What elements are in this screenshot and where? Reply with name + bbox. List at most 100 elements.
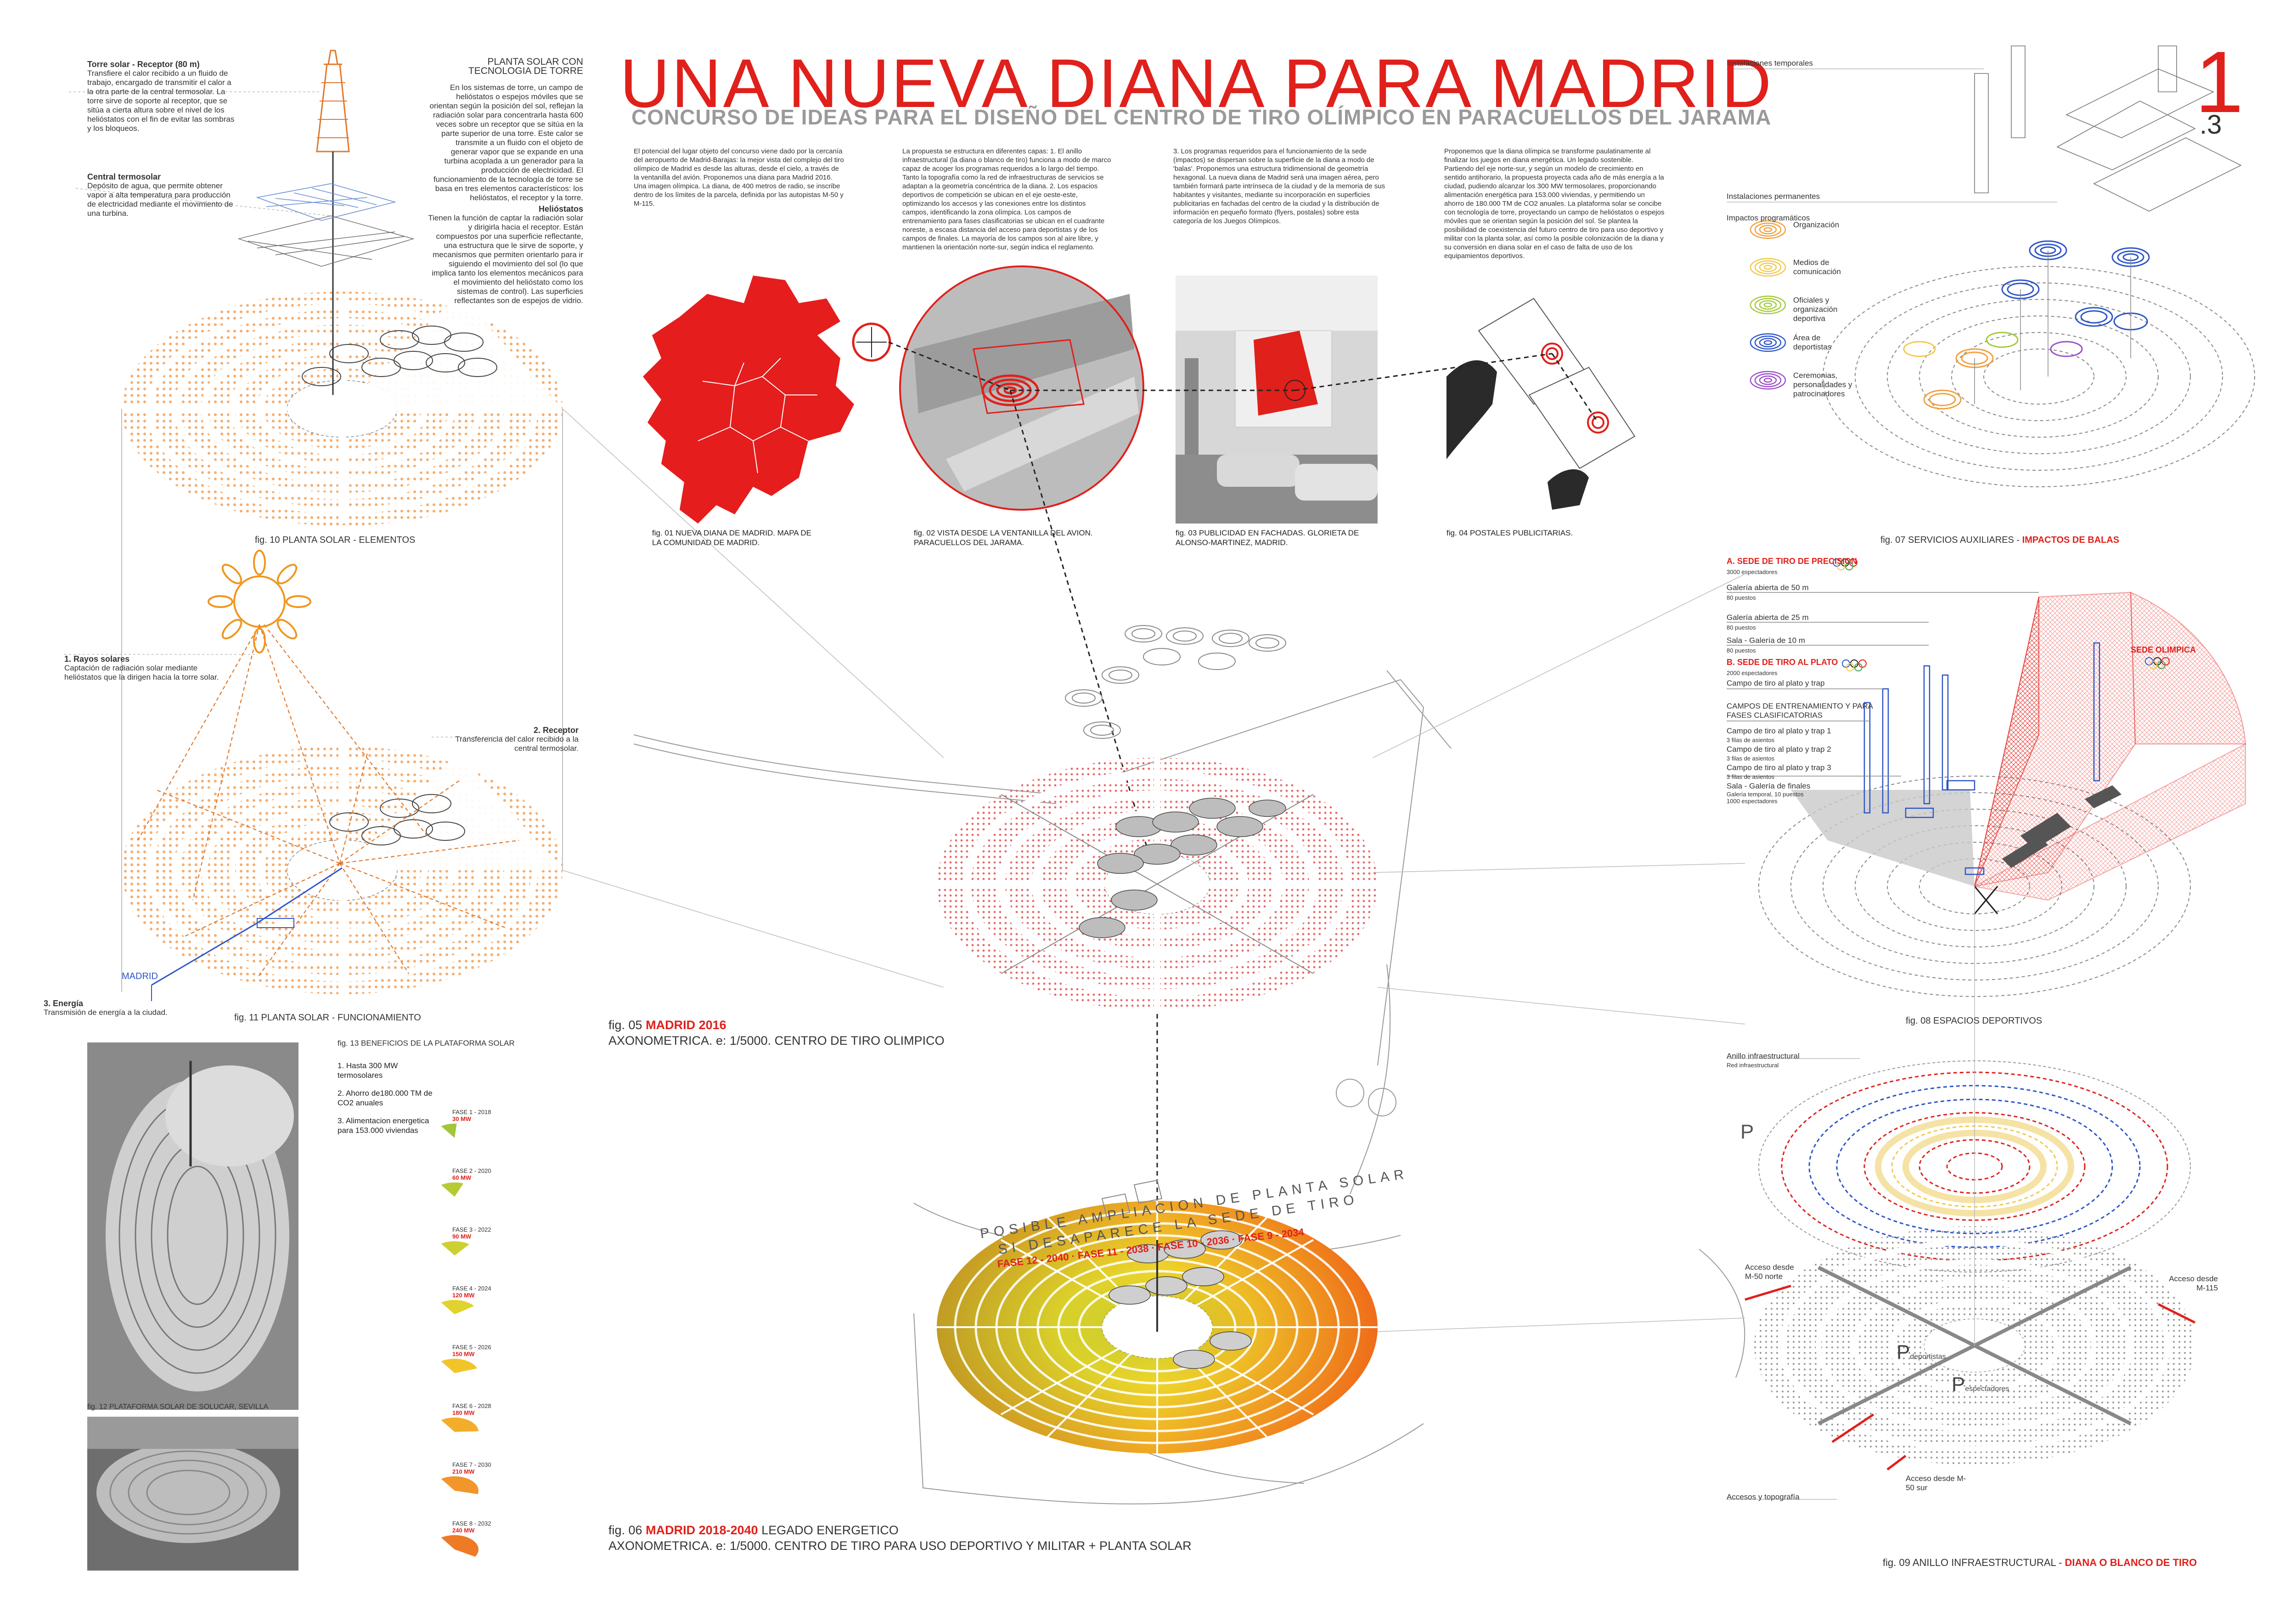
- red-infra-label: Red infraestructural: [1727, 1062, 1779, 1069]
- receptor-label: 2. Receptor Transferencia del calor reci…: [455, 726, 579, 753]
- anillo-label: Anillo infraestructural: [1727, 1052, 1800, 1060]
- intro-col3: 3. Los programas requeridos para el func…: [1173, 147, 1385, 225]
- sedeB-sub: 2000 espectadores: [1727, 670, 1778, 676]
- sedeA-label: A. SEDE DE TIRO DE PRECISION: [1727, 557, 1857, 566]
- legend-item-1: Organización: [1793, 220, 1840, 229]
- torre-label: Torre solar - Receptor (80 m) Transfiere…: [87, 60, 235, 133]
- postcards-illustration: [1446, 298, 1636, 510]
- aerial-view-photo: [899, 265, 1144, 511]
- campo1-label: Campo de tiro al plato y trap 1: [1727, 727, 1831, 735]
- fig03-caption: fig. 03 PUBLICIDAD EN FACHADAS. GLORIETA…: [1176, 529, 1359, 547]
- sedeB-label: B. SEDE DE TIRO AL PLATO: [1727, 658, 1838, 667]
- rayos-label: 1. Rayos solares Captación de radiación …: [64, 654, 219, 681]
- sedeA-sub: 3000 espectadores: [1727, 569, 1778, 575]
- auxiliary-services-fig07: [1727, 45, 2255, 487]
- planta-label: PLANTA SOLAR CON TECNOLOGIA DE TORRE En …: [429, 56, 583, 202]
- legend-item-5: Ceremonias, personalidades y patrocinado…: [1793, 371, 1852, 398]
- infrastructure-ring-fig09: [1727, 886, 2196, 1500]
- inst-temp-label: Instalaciones temporales: [1727, 59, 1813, 68]
- acceso-m115-label: Acceso desde M-115: [2169, 1274, 2218, 1292]
- poster-title: UNA NUEVA DIANA PARA MADRID: [620, 45, 1773, 122]
- page-sub: .3: [2200, 110, 2222, 140]
- fig06-caption: fig. 06 MADRID 2018-2040 LEGADO ENERGETI…: [608, 1523, 1192, 1553]
- sala10-label: Sala - Galería de 10 m: [1727, 636, 1806, 645]
- fig02-caption: fig. 02 VISTA DESDE LA VENTANILLA DEL AV…: [914, 529, 1093, 547]
- accesos-topo-label: Accesos y topografía: [1727, 1492, 1800, 1501]
- facade-photo: [1176, 276, 1378, 524]
- fig12-caption: fig. 12 PLATAFORMA SOLAR DE SOLUCAR, SEV…: [87, 1403, 269, 1411]
- acceso-m50n-label: Acceso desde M-50 norte: [1745, 1263, 1794, 1281]
- fig05-caption: fig. 05 MADRID 2016 AXONOMETRICA. e: 1/5…: [608, 1018, 945, 1048]
- fig13-caption: fig. 13 BENEFICIOS DE LA PLATAFORMA SOLA…: [338, 1039, 515, 1048]
- campo3-sub: 3 filas de asientos: [1727, 773, 1775, 780]
- central-label: Central termosolar Depósito de agua, que…: [87, 172, 233, 218]
- legend-swirls: [1750, 220, 1786, 390]
- p-espectadores: Pespectadores: [1952, 1373, 2009, 1396]
- benefits-list: 1. Hasta 300 MW termosolares 2. Ahorro d…: [338, 1061, 433, 1135]
- inst-perm-label: Instalaciones permanentes: [1727, 192, 1820, 201]
- legend-item-4: Área de deportistas: [1793, 333, 1832, 351]
- fase-wedge-7: [441, 1476, 478, 1494]
- solucar-photo-2: [87, 1417, 298, 1571]
- crosshair-marker-1: [852, 322, 891, 362]
- solar-field-fig10: [69, 50, 563, 526]
- galeria25-label: Galería abierta de 25 m: [1727, 613, 1809, 622]
- campo2-sub: 3 filas de asientos: [1727, 755, 1775, 762]
- olympic-rings: [1833, 558, 2170, 671]
- legend-item-2: Medios de comunicación: [1793, 258, 1841, 276]
- intro-col2: La propuesta se estructura en diferentes…: [902, 147, 1111, 251]
- intro-col1: El potencial del lugar objeto del concur…: [634, 147, 844, 208]
- galeria25-sub: 80 puestos: [1727, 624, 1756, 631]
- fase-wedge-6: [441, 1417, 478, 1432]
- fig09-caption: fig. 09 ANILLO INFRAESTRUCTURAL - DIANA …: [1883, 1557, 2197, 1568]
- fase-wedge-5: [441, 1358, 478, 1373]
- campo-plato-label: Campo de tiro al plato y trap: [1727, 679, 1825, 687]
- fase-wedge-1: [441, 1123, 457, 1138]
- sports-spaces-fig08: [1727, 591, 2246, 997]
- helio-label: Helióstatos Tienen la función de captar …: [428, 204, 583, 305]
- fig07-caption: fig. 07 SERVICIOS AUXILIARES - IMPACTOS …: [1880, 535, 2120, 545]
- intro-col4: Proponemos que la diana olímpica se tran…: [1444, 147, 1665, 260]
- campos-ent-label: CAMPOS DE ENTRENAMIENTO Y PARA FASES CLA…: [1727, 702, 1873, 720]
- fase-wedge-2: [441, 1182, 464, 1197]
- red-target-fig05: [937, 758, 1378, 1010]
- campo1-sub: 3 filas de asientos: [1727, 737, 1775, 743]
- p-deportistas: Pdeportistas: [1896, 1341, 1946, 1363]
- energia-label: 3. Energía Transmisión de energía a la c…: [44, 999, 168, 1017]
- poster-subtitle: CONCURSO DE IDEAS PARA EL DISEÑO DEL CEN…: [631, 105, 1772, 129]
- fase-wedge-3: [441, 1241, 470, 1256]
- fase-wedge-8: [441, 1535, 478, 1557]
- madrid-label: MADRID: [122, 971, 158, 981]
- solucar-photo-1: [87, 1042, 298, 1410]
- acceso-m50s-label: Acceso desde M-50 sur: [1906, 1474, 1966, 1492]
- campo2-label: Campo de tiro al plato y trap 2: [1727, 745, 1831, 754]
- heliostat-cluster: [1065, 625, 1286, 739]
- page-number: 1: [2195, 34, 2244, 131]
- sala-finales-sub: Galería temporal, 10 puestos 1000 espect…: [1727, 791, 1804, 805]
- fig08-caption: fig. 08 ESPACIOS DEPORTIVOS: [1906, 1016, 2043, 1026]
- fig01-caption: fig. 01 NUEVA DIANA DE MADRID. MAPA DE L…: [652, 529, 812, 547]
- sede-olimpica-label: SEDE OLIMPICA: [2131, 645, 2196, 654]
- campo3-label: Campo de tiro al plato y trap 3: [1727, 763, 1831, 772]
- fig10-caption: fig. 10 PLANTA SOLAR - ELEMENTOS: [255, 535, 416, 545]
- p-label: P: [1740, 1121, 1754, 1143]
- solar-field-fig11: [64, 550, 563, 1001]
- fase-wedge-4: [441, 1300, 474, 1314]
- madrid-map: [643, 276, 854, 524]
- legend-item-3: Oficiales y organización deportiva: [1793, 296, 1838, 323]
- sala10-sub: 80 puestos: [1727, 647, 1756, 654]
- solar-target-fig06: [937, 1201, 1378, 1453]
- galeria50-label: Galería abierta de 50 m: [1727, 583, 1809, 592]
- sala-finales-label: Sala - Galería de finales: [1727, 782, 1811, 790]
- galeria50-sub: 80 puestos: [1727, 594, 1756, 601]
- impactos-label: Impactos programáticos: [1727, 214, 1810, 222]
